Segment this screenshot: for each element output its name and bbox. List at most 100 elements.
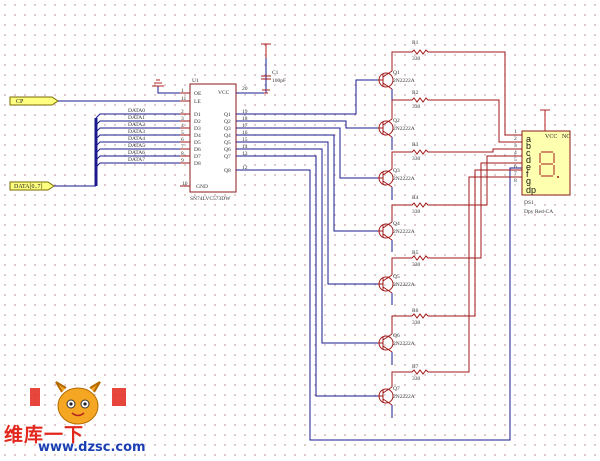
- svg-text:R2: R2: [412, 90, 419, 96]
- svg-text:LE: LE: [194, 99, 201, 105]
- svg-text:NC: NC: [562, 134, 570, 140]
- svg-text:330: 330: [412, 56, 421, 62]
- svg-text:19: 19: [242, 109, 248, 115]
- svg-text:C1: C1: [272, 70, 279, 76]
- watermark-brand: 维库一下: [4, 424, 85, 446]
- bus-label: DATA2: [128, 122, 145, 128]
- svg-text:Q4: Q4: [224, 133, 231, 139]
- port-data-label: DATA[0..7]: [14, 184, 43, 190]
- svg-text:16: 16: [242, 130, 248, 136]
- svg-text:2: 2: [181, 109, 184, 115]
- vcc-symbol-top: [261, 43, 271, 58]
- svg-text:VCC: VCC: [545, 134, 557, 140]
- svg-text:a: a: [526, 134, 531, 144]
- latch-part: SN74LVC573DW: [190, 196, 231, 202]
- svg-text:13: 13: [242, 151, 248, 157]
- latch-gnd-label: GND: [196, 184, 208, 190]
- svg-text:6: 6: [514, 164, 517, 170]
- svg-text:Q1: Q1: [393, 70, 400, 76]
- svg-text:R5: R5: [412, 250, 419, 256]
- svg-text:D5: D5: [194, 140, 201, 146]
- svg-text:2N2222A: 2N2222A: [393, 341, 415, 347]
- port-cp-label: CP: [16, 99, 24, 105]
- svg-text:R3: R3: [412, 142, 419, 148]
- svg-text:d: d: [526, 155, 531, 165]
- svg-text:R4: R4: [412, 195, 419, 201]
- svg-text:15: 15: [242, 137, 248, 143]
- bus-label: DATA7: [128, 157, 145, 163]
- svg-text:Q2: Q2: [224, 119, 231, 125]
- svg-text:Q5: Q5: [224, 140, 231, 146]
- svg-text:10: 10: [182, 181, 188, 187]
- svg-text:3: 3: [514, 143, 517, 149]
- svg-text:2: 2: [514, 136, 517, 142]
- bus-label: DATA5: [128, 143, 145, 149]
- svg-text:2N2222A: 2N2222A: [393, 78, 415, 84]
- resistor-r2[interactable]: R2 330: [391, 90, 522, 143]
- svg-text:1: 1: [181, 88, 184, 94]
- svg-text:100pF: 100pF: [272, 78, 286, 84]
- svg-text:Q2: Q2: [393, 118, 400, 124]
- svg-text:Q3: Q3: [393, 168, 400, 174]
- svg-text:5: 5: [514, 157, 517, 163]
- transistor-q1[interactable]: Q1 2N2222A: [378, 70, 415, 90]
- svg-text:18: 18: [242, 116, 248, 122]
- resistor-r3[interactable]: R3 330: [391, 142, 522, 169]
- latch-u1[interactable]: U1 SN74LVC573DW VCC GND 1 11 2 3 4 5 6 7…: [180, 78, 248, 202]
- svg-text:7: 7: [181, 144, 184, 150]
- port-data-bus[interactable]: DATA[0..7]: [9, 181, 55, 191]
- svg-text:R1: R1: [412, 40, 419, 46]
- svg-text:17: 17: [242, 123, 248, 129]
- resistor-r1[interactable]: R1 330: [391, 40, 522, 136]
- transistor-q6[interactable]: Q6 2N2222A: [378, 333, 415, 353]
- svg-text:c: c: [526, 148, 531, 158]
- svg-text:20: 20: [242, 86, 248, 92]
- svg-text:Q5: Q5: [393, 274, 400, 280]
- bus-label: DATA3: [128, 129, 145, 135]
- transistor-q5[interactable]: Q5 2N2222A: [378, 274, 415, 294]
- display-ds1[interactable]: VCC NC a b c d e f g dp 1 2 3 4 5 6 7 8 …: [514, 109, 571, 215]
- resistor-r7[interactable]: R7 330: [391, 176, 522, 387]
- bus-label: DATA0: [128, 108, 145, 114]
- svg-text:DS1: DS1: [524, 200, 534, 206]
- port-cp[interactable]: CP: [9, 96, 59, 106]
- transistor-q7[interactable]: Q7 2N2222A: [378, 386, 415, 406]
- svg-text:D2: D2: [194, 119, 201, 125]
- ground-symbol-oe: [152, 79, 190, 94]
- svg-text:12: 12: [242, 165, 248, 171]
- svg-text:R6: R6: [412, 308, 419, 314]
- svg-text:Q1: Q1: [224, 112, 231, 118]
- svg-text:11: 11: [181, 96, 187, 102]
- resistor-r5[interactable]: R5 330: [391, 162, 522, 275]
- transistor-q4[interactable]: Q4 2N2222A: [378, 221, 415, 241]
- svg-text:R7: R7: [412, 364, 419, 370]
- bus-label: DATA4: [128, 136, 145, 142]
- watermark-url: www.dzsc.com: [38, 440, 146, 455]
- svg-text:330: 330: [412, 209, 421, 215]
- resistor-r4[interactable]: R4 330: [391, 155, 522, 222]
- display-digit-icon: [539, 151, 559, 178]
- svg-text:b: b: [526, 141, 531, 151]
- svg-text:4: 4: [181, 123, 184, 129]
- svg-text:D6: D6: [194, 147, 201, 153]
- svg-text:330: 330: [412, 104, 421, 110]
- svg-text:Q6: Q6: [224, 147, 231, 153]
- svg-text:Q4: Q4: [393, 221, 400, 227]
- svg-text:8: 8: [514, 178, 517, 184]
- resistor-r6[interactable]: R6 330: [391, 169, 522, 334]
- svg-text:2N2222A: 2N2222A: [393, 176, 415, 182]
- svg-text:dp: dp: [526, 185, 536, 195]
- bus-label: DATA1: [128, 115, 145, 121]
- bus-labels: DATA0 DATA1 DATA2 DATA3 DATA4 DATA5 DATA…: [128, 108, 145, 163]
- transistor-q2[interactable]: Q2 2N2222A: [378, 118, 415, 138]
- svg-text:3: 3: [181, 116, 184, 122]
- svg-text:2N2222A: 2N2222A: [393, 394, 415, 400]
- latch-vcc-label: VCC: [218, 90, 230, 96]
- svg-text:e: e: [526, 162, 531, 172]
- svg-text:Q6: Q6: [393, 333, 400, 339]
- bus-entries: [95, 113, 190, 168]
- transistor-q3[interactable]: Q3 2N2222A: [378, 168, 415, 188]
- svg-text:Dpy Red-CA: Dpy Red-CA: [524, 209, 553, 215]
- svg-text:D3: D3: [194, 126, 201, 132]
- capacitor-c1[interactable]: C1 100pF: [236, 58, 286, 94]
